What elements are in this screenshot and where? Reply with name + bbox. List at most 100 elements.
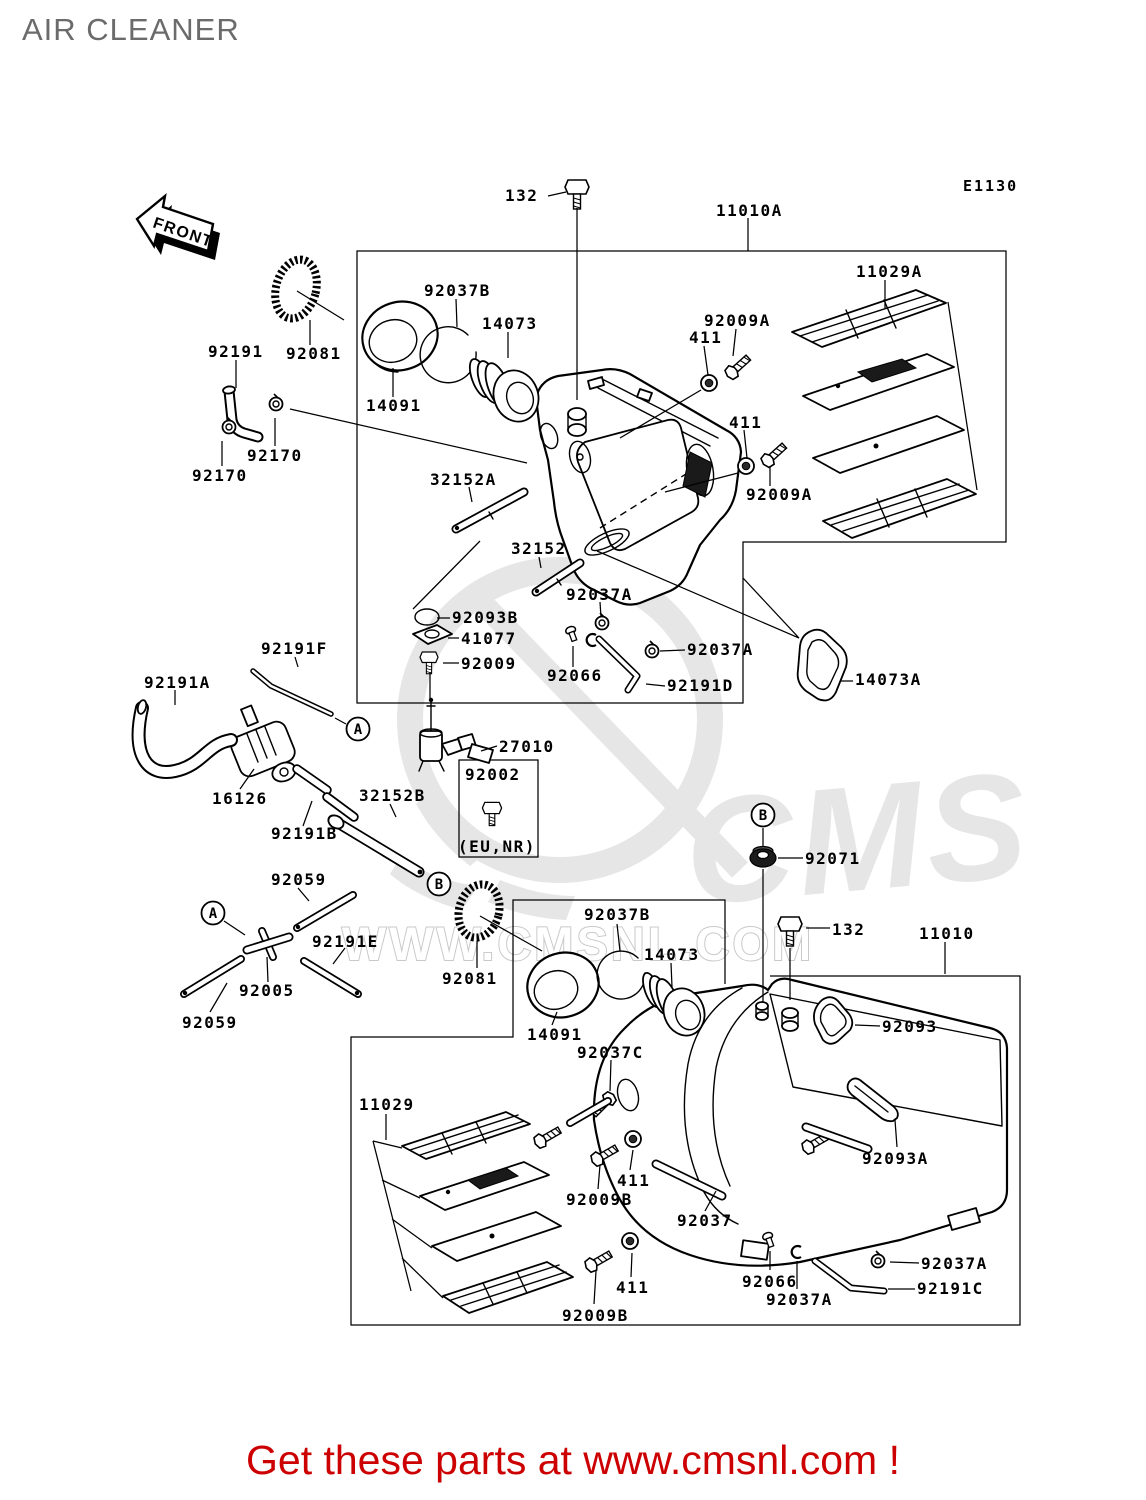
part-label-11010A: 11010A [716,201,783,220]
lower-callout-box [350,899,1021,1326]
front-arrow: FRONT [135,192,220,260]
cap-14091-upper [361,300,439,373]
part-label-92009: 92009 [461,654,517,673]
part-label-92191: 92191 [208,342,264,361]
watermark-logo-text: CMS [678,739,1037,936]
part-label-92191F: 92191F [261,639,328,658]
screw-92009A [722,351,754,383]
clamp-92037A [594,612,610,631]
washer-411 [737,457,755,475]
part-label-27010: 27010 [499,737,555,756]
part-label-92191A: 92191A [144,673,211,692]
rod-92037-b [651,1159,727,1201]
part-label-411: 411 [729,413,762,432]
hose-92191D [595,635,641,694]
part-label-14091: 14091 [366,396,422,415]
grommet-92071 [749,845,777,868]
filter-frame-tray [822,478,977,539]
part-label-92191D: 92191D [667,676,734,695]
part-label-11029: 11029 [359,1095,415,1114]
gasket-92093A [846,1077,899,1123]
part-label-411: 411 [689,328,722,347]
page-title: AIR CLEANER [22,12,240,47]
hose-92191C [811,1257,888,1295]
filter-frame-tray [791,289,947,348]
part-label-92170: 92170 [192,466,248,485]
part-label-32152B: 32152B [359,786,426,805]
part-label-92037B: 92037B [424,281,491,300]
part-label-92066: 92066 [547,666,603,685]
part-label-14073: 14073 [644,945,700,964]
snap-ring [419,326,477,384]
clip [585,632,598,648]
part-label-92002: 92002 [465,765,521,784]
valve-16126 [230,704,297,783]
pipe-32152B [327,814,425,878]
inlet-port [539,422,559,450]
bolt-92002 [481,801,503,827]
small-parts [131,179,899,1295]
part-label-92037A: 92037A [687,640,754,659]
duct-14073-lower [642,972,706,1037]
hidden-edge-dashed-line [599,473,687,529]
part-label-92093: 92093 [882,1017,938,1036]
part-label-16126: 16126 [212,789,268,808]
part-label-92009A: 92009A [704,311,771,330]
ref-circle-B: B [426,871,452,897]
part-label-92005: 92005 [239,981,295,1000]
part-label-14091: 14091 [527,1025,583,1044]
part-label-11029A: 11029A [856,262,923,281]
part-label-32152A: 32152A [430,470,497,489]
plate-41077 [412,624,453,645]
pipe-32152A [451,487,529,534]
washer-411 [700,374,718,392]
part-label-92037A: 92037A [566,585,633,604]
hose-92191B [292,764,359,822]
callout-boxes [350,250,1021,1326]
part-label-92037C: 92037C [577,1043,644,1062]
part-label-411: 411 [616,1278,649,1297]
part-label-92059: 92059 [182,1013,238,1032]
filter-stack-lower [372,1111,574,1314]
part-label-32152: 32152 [511,539,567,558]
part-label-92170: 92170 [247,446,303,465]
filter-stack-upper [791,289,978,539]
part-label-92037B: 92037B [584,905,651,924]
coil-clamp [271,255,321,323]
front-arrow-face [135,192,215,253]
part-label-411: 411 [617,1171,650,1190]
hose-92191F [250,668,334,717]
bolt-132 [564,179,590,210]
plug-92066 [563,624,580,644]
filter-element [431,1211,562,1262]
part-label-92191E: 92191E [312,932,379,951]
part-label-92037A: 92037A [766,1290,833,1309]
footer-link[interactable]: Get these parts at www.cmsnl.com ! [246,1437,900,1483]
filter-frame-tray [401,1111,531,1160]
part-label-92009A: 92009A [746,485,813,504]
svg-text:B: B [435,877,443,893]
o-ring-92093B [414,608,440,626]
gasket-92093 [813,996,854,1045]
part-label-92093A: 92093A [862,1149,929,1168]
filter-frame-tray [442,1261,574,1314]
part-label-92081: 92081 [286,344,342,363]
svg-text:A: A [209,906,218,922]
hose-92191E [300,957,362,998]
clamp-92037A [870,1250,886,1269]
snap-ring [596,950,646,1000]
part-label-14073A: 14073A [855,670,922,689]
clamp-92037A [644,640,660,659]
valve-27010 [418,697,494,772]
part-label-92037A: 92037A [921,1254,988,1273]
part-label-92059: 92059 [271,870,327,889]
filter-foam-element [802,353,955,411]
screw-92009B [581,1247,615,1275]
part-label-92191B: 92191B [271,824,338,843]
watermark-claw-icon [416,790,492,866]
hose-92191A [131,699,238,779]
part-label-41077: 41077 [461,629,517,648]
